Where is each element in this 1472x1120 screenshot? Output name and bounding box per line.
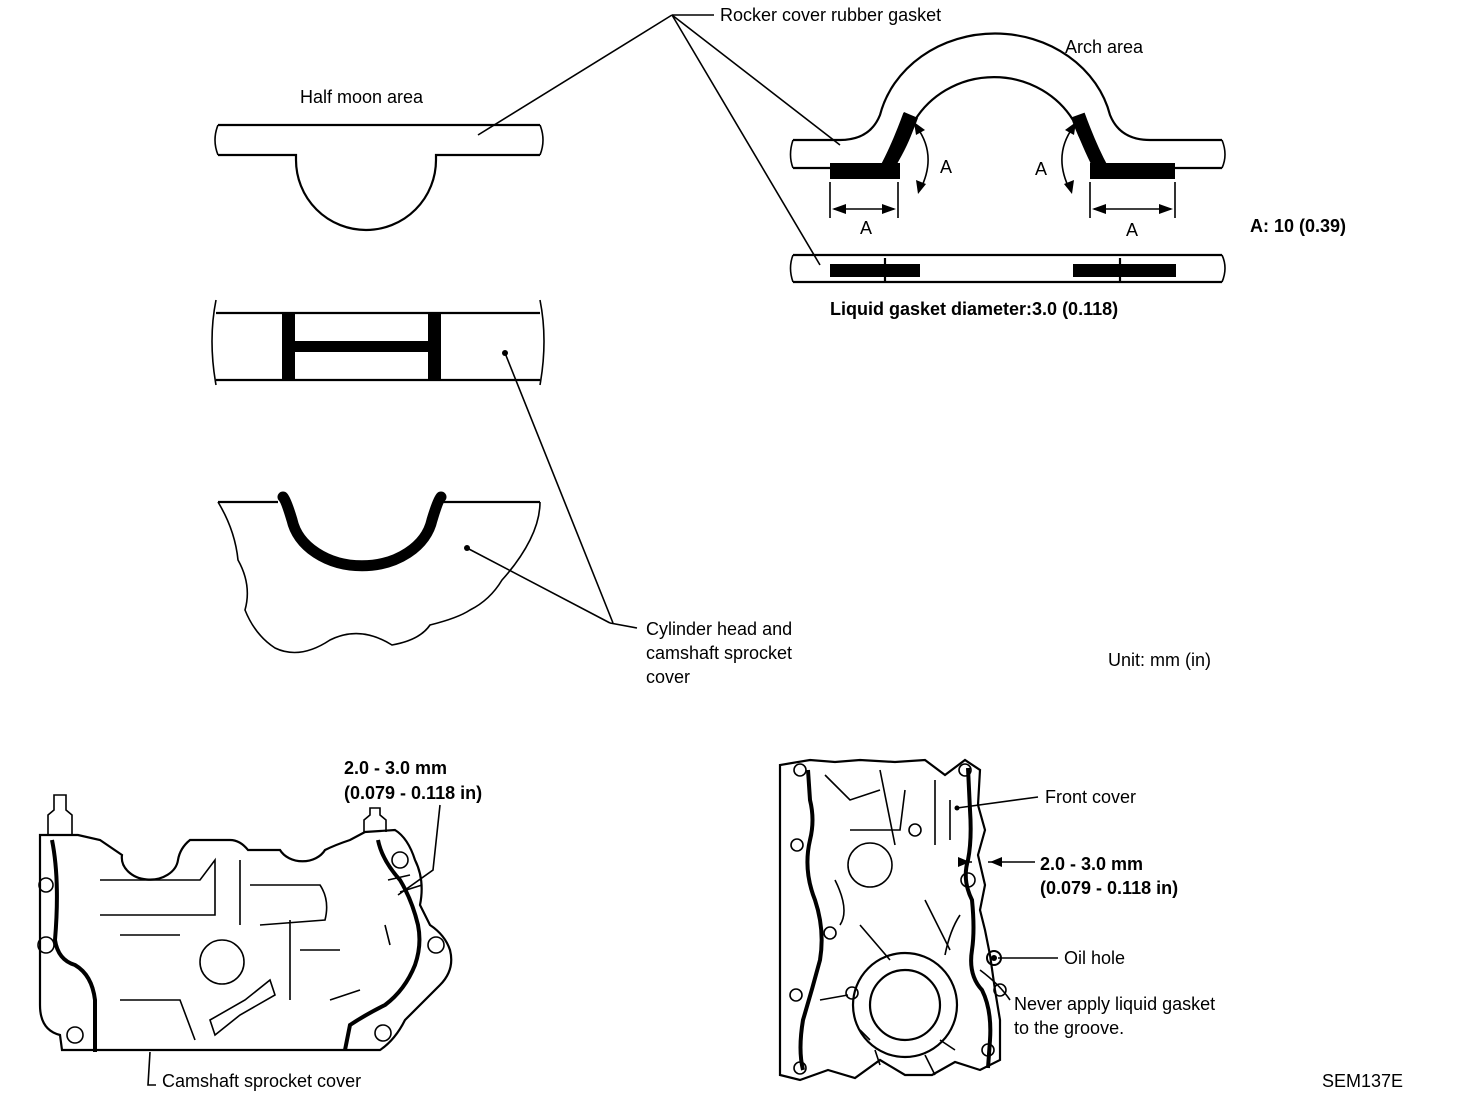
- front-dim-label-line1: 2.0 - 3.0 mm: [1040, 854, 1143, 874]
- arch-area-drawing: [789, 32, 1226, 284]
- front-cover-leaders: [954, 796, 1058, 1001]
- half-moon-area-label: Half moon area: [300, 87, 424, 107]
- cam-dimension-leader: [147, 804, 441, 1086]
- never-apply-label-line1: Never apply liquid gasket: [1014, 994, 1215, 1014]
- h-pattern-drawing: [211, 299, 545, 386]
- cam-dim-label-line1: 2.0 - 3.0 mm: [344, 758, 447, 778]
- arch-area-label: Arch area: [1065, 37, 1144, 57]
- liquid-gasket-diameter-label: Liquid gasket diameter:3.0 (0.118): [830, 299, 1118, 319]
- camshaft-sprocket-cover-drawing: [37, 794, 453, 1052]
- front-cover-drawing: [778, 758, 1007, 1082]
- cylinder-head-drawing: [217, 491, 541, 654]
- front-dim-label-line2: (0.079 - 0.118 in): [1040, 878, 1178, 898]
- cylinder-head-leaders: [466, 352, 638, 629]
- half-moon-area-drawing: [214, 123, 544, 232]
- rocker-cover-rubber-gasket-label: Rocker cover rubber gasket: [720, 5, 941, 25]
- figure-id-label: SEM137E: [1322, 1071, 1403, 1091]
- oil-hole-label: Oil hole: [1064, 948, 1125, 968]
- dim-a-left-arc: A: [940, 157, 952, 177]
- never-apply-label-line2: to the groove.: [1014, 1018, 1124, 1038]
- front-cover-label: Front cover: [1045, 787, 1136, 807]
- camshaft-sprocket-cover-label: Camshaft sprocket cover: [162, 1071, 361, 1091]
- dim-a-right-arc: A: [1035, 159, 1047, 179]
- cylinder-head-label-line1: Cylinder head and: [646, 619, 792, 639]
- dim-a-left-horizontal: A: [860, 218, 872, 238]
- a-value-label: A: 10 (0.39): [1250, 216, 1346, 236]
- cylinder-head-label-line3: cover: [646, 667, 690, 687]
- dim-a-right-horizontal: A: [1126, 220, 1138, 240]
- cylinder-head-label-line2: camshaft sprocket: [646, 643, 792, 663]
- rocker-cover-leaders: [477, 14, 841, 266]
- cam-dim-label-line2: (0.079 - 0.118 in): [344, 783, 482, 803]
- unit-label: Unit: mm (in): [1108, 650, 1211, 670]
